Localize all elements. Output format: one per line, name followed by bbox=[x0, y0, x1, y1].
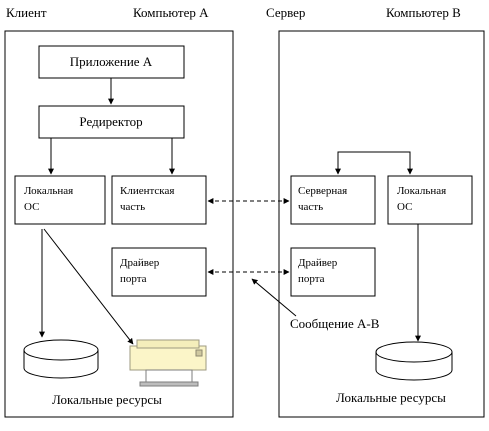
local-resources-a-label: Локальные ресурсы bbox=[52, 392, 162, 407]
redirector-box bbox=[38, 105, 185, 139]
local-os-b-box bbox=[387, 175, 473, 225]
local-os-b-line1: Локальная bbox=[397, 185, 446, 197]
header-server: Сервер bbox=[266, 5, 305, 20]
database-disk-icon bbox=[375, 341, 453, 381]
client-part-line1: Клиентская bbox=[120, 185, 174, 197]
port-driver-b-line2: порта bbox=[298, 273, 325, 285]
client-part-box bbox=[111, 175, 207, 225]
computer-b-frame bbox=[278, 30, 485, 418]
local-os-a-line1: Локальная bbox=[24, 185, 73, 197]
database-disk-icon bbox=[23, 339, 99, 379]
server-part-line2: часть bbox=[298, 201, 323, 213]
message-pointer-arrow bbox=[251, 278, 297, 317]
server-part-box bbox=[290, 175, 376, 225]
bracket-server-local-os bbox=[337, 151, 411, 174]
redirector-label: Редиректор bbox=[79, 114, 142, 129]
port-driver-a-line1: Драйвер bbox=[120, 257, 160, 269]
header-computer-b: Компьютер В bbox=[386, 5, 461, 20]
header-computer-a: Компьютер А bbox=[133, 5, 209, 20]
application-a-box bbox=[38, 45, 185, 79]
port-driver-a-line2: порта bbox=[120, 273, 147, 285]
local-os-a-box bbox=[14, 175, 106, 225]
local-os-a-line2: ОС bbox=[24, 201, 39, 213]
local-os-b-line2: ОС bbox=[397, 201, 412, 213]
application-a-label: Приложение А bbox=[70, 54, 153, 69]
arrow-local-os-a-to-printer bbox=[43, 228, 134, 345]
printer-icon bbox=[129, 339, 207, 387]
port-driver-a-box bbox=[111, 247, 207, 297]
computer-a-frame bbox=[4, 30, 234, 418]
header-client: Клиент bbox=[6, 5, 47, 20]
client-part-line2: часть bbox=[120, 201, 145, 213]
port-driver-b-line1: Драйвер bbox=[298, 257, 338, 269]
message-label: Сообщение А-В bbox=[290, 316, 380, 331]
server-part-line1: Серверная bbox=[298, 185, 347, 197]
port-driver-b-box bbox=[290, 247, 376, 297]
local-resources-b-label: Локальные ресурсы bbox=[336, 390, 446, 405]
